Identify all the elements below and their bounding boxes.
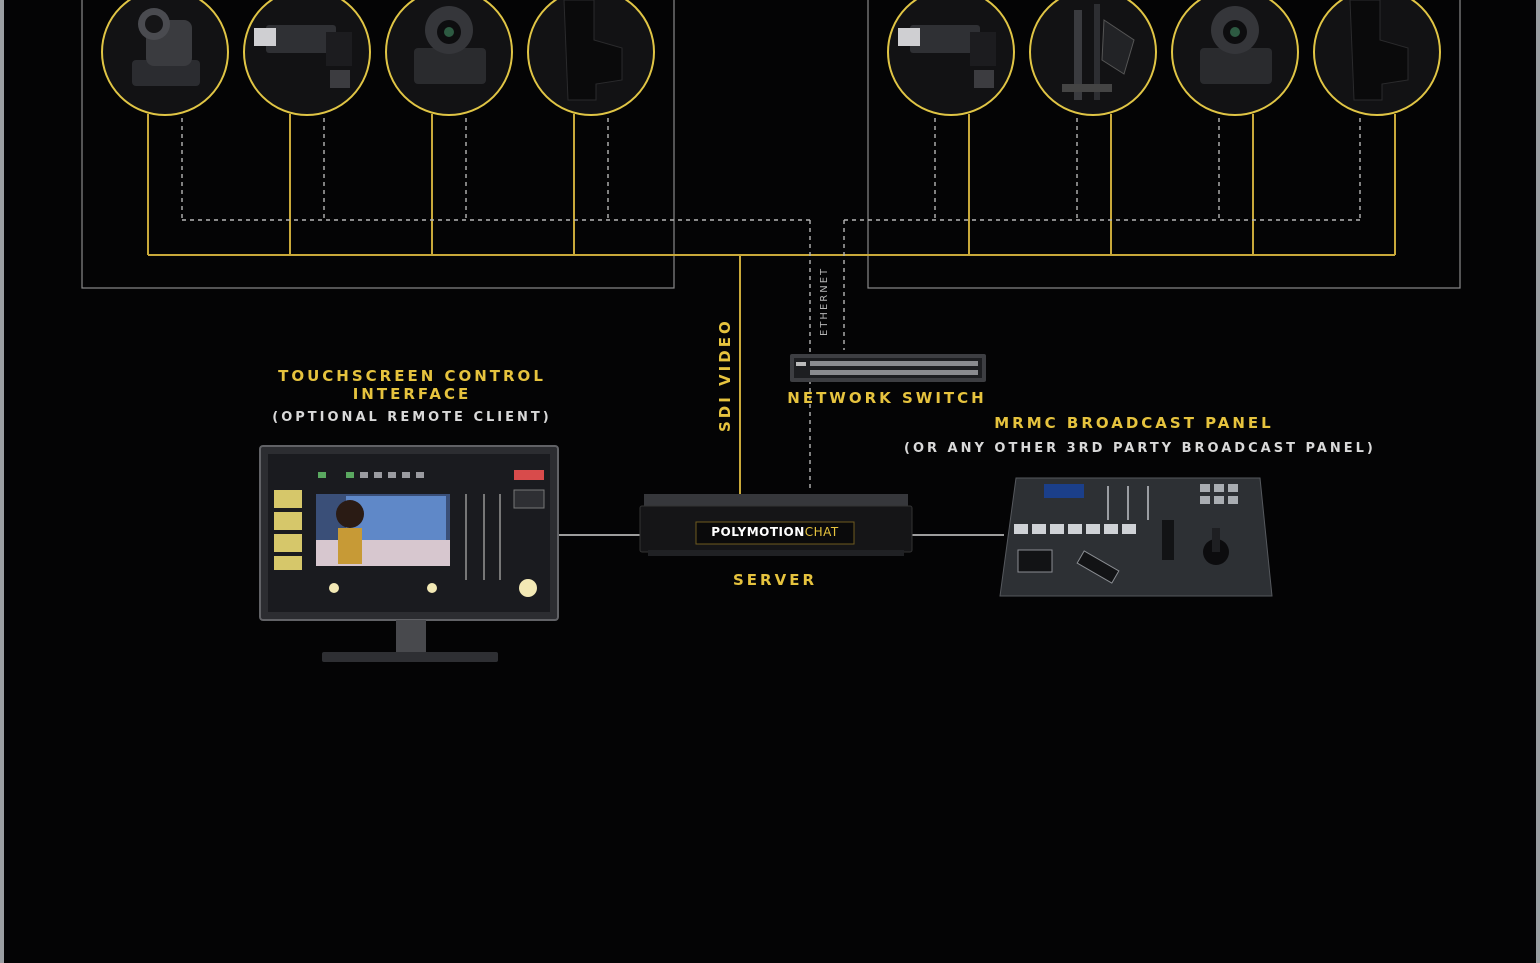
robotic-head-camera-icon <box>898 25 996 88</box>
network-switch-device <box>790 354 986 382</box>
right-camera-group-box <box>867 0 1461 289</box>
mrmc-panel-subtitle: (OR ANY OTHER 3RD PARTY BROADCAST PANEL) <box>904 441 1376 456</box>
camera-silhouette-icon <box>563 0 623 101</box>
server-label: SERVER <box>732 571 817 589</box>
ethernet-label: ETHERNET <box>819 266 830 336</box>
connection-wiring <box>81 0 1461 662</box>
teleprompter-rig-icon <box>1062 4 1135 100</box>
touchscreen-subtitle: (OPTIONAL REMOTE CLIENT) <box>272 410 552 425</box>
system-diagram: POLYMOTIONCHAT SDI VIDEO ETHERNET TOUCHS… <box>4 0 1536 963</box>
sony-ptz-camera-icon <box>414 6 486 84</box>
sdi-video-label: SDI VIDEO <box>716 318 734 432</box>
network-switch-label: NETWORK SWITCH <box>787 389 987 407</box>
server-device <box>639 494 913 556</box>
left-camera-group-box <box>81 0 675 289</box>
camera-silhouette-icon <box>1349 0 1409 101</box>
touchscreen-monitor-device <box>259 445 559 662</box>
sony-ptz-camera-icon <box>1200 6 1272 84</box>
server-brand-label: POLYMOTIONCHAT <box>696 525 854 539</box>
ptz-camera-icon <box>132 8 200 86</box>
sdi-video-lines <box>147 114 1396 496</box>
mrmc-panel-title: MRMC BROADCAST PANEL <box>994 414 1274 432</box>
broadcast-panel-device <box>999 477 1273 597</box>
device-circle <box>1029 0 1157 116</box>
robotic-head-camera-icon <box>254 25 352 88</box>
server-brand-accent: CHAT <box>804 525 839 539</box>
ethernet-lines <box>181 118 1361 490</box>
server-brand-bold: POLYMOTION <box>711 525 805 539</box>
touchscreen-title: TOUCHSCREEN CONTROL INTERFACE <box>278 367 546 403</box>
